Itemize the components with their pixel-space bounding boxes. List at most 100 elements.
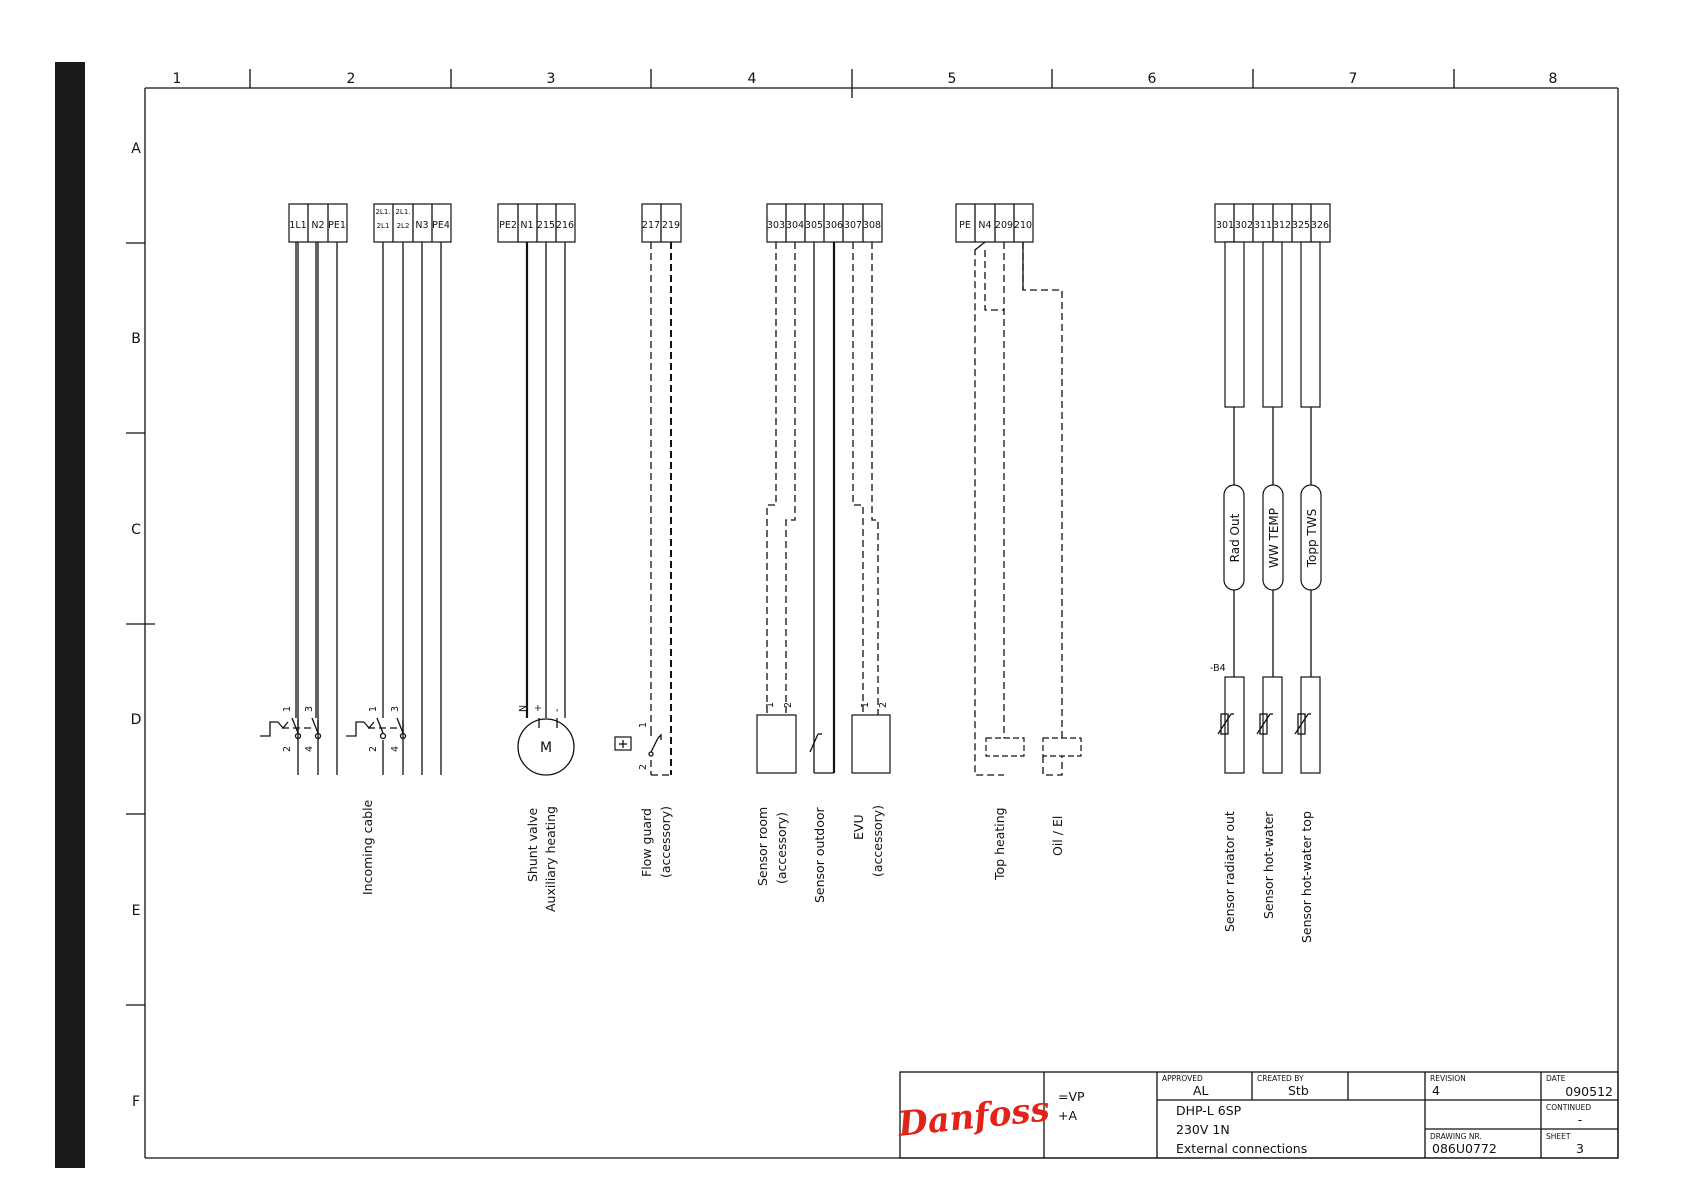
terminal-label: 311 xyxy=(1254,220,1272,231)
contact-number: 1 xyxy=(765,702,776,708)
column-label: 1 xyxy=(173,71,182,87)
date-header: DATE xyxy=(1546,1074,1566,1083)
label-evu: EVU xyxy=(851,814,866,840)
row-label: E xyxy=(132,903,141,919)
label-sensor-outdoor: Sensor outdoor xyxy=(812,806,827,903)
contact-number: 3 xyxy=(304,706,315,712)
revision-value: 4 xyxy=(1432,1083,1440,1098)
product-name: DHP-L 6SP xyxy=(1176,1103,1242,1118)
label-shunt-valve: Shunt valve xyxy=(525,807,540,882)
label-incoming-cable: Incoming cable xyxy=(360,799,375,895)
terminal-label: PE1 xyxy=(328,220,346,231)
oil-el-relay xyxy=(1042,737,1082,757)
drawing-number-header: DRAWING NR. xyxy=(1430,1132,1482,1141)
top-heating-wiring xyxy=(974,241,1082,776)
column-label: 2 xyxy=(347,71,356,87)
contact-number: 4 xyxy=(390,746,401,752)
motor-pin: + xyxy=(533,704,544,712)
label-accessory: (accessory) xyxy=(870,805,885,877)
contact-number: 2 xyxy=(282,746,293,752)
label-oil-el: Oil / El xyxy=(1050,816,1065,856)
terminal-label: PE2 xyxy=(499,220,517,231)
terminal-label: 305 xyxy=(805,220,823,231)
label-accessory: (accessory) xyxy=(658,806,673,878)
terminal-label: 307 xyxy=(844,220,862,231)
contact-number: 1 xyxy=(368,706,379,712)
column-labels: 1 2 3 4 5 6 7 8 xyxy=(173,71,1558,87)
created-by-value: Stb xyxy=(1288,1083,1309,1098)
terminal-label: 209 xyxy=(995,220,1013,231)
thermistor-hot-water xyxy=(1262,676,1283,774)
motor-label: M xyxy=(540,740,552,756)
thermistor-hot-water-top xyxy=(1300,676,1321,774)
terminal-label: 304 xyxy=(786,220,804,231)
contact-number: 1 xyxy=(860,702,871,708)
sheet-header: SHEET xyxy=(1546,1132,1571,1141)
sensor-tag-text: Topp TWS xyxy=(1305,509,1319,569)
terminal-label: PE4 xyxy=(432,220,450,231)
sensor-room-symbol xyxy=(756,714,797,774)
top-heating-relay xyxy=(985,737,1025,757)
terminal-label: 308 xyxy=(863,220,881,231)
terminal-label: 2L2 xyxy=(397,222,410,230)
sheet-value: 3 xyxy=(1576,1141,1584,1156)
approved-header: APPROVED xyxy=(1162,1074,1203,1083)
column-label: 8 xyxy=(1549,71,1558,87)
label-top-heating: Top heating xyxy=(992,807,1007,881)
terminal-label: 325 xyxy=(1292,220,1310,231)
label-sensor-room: Sensor room xyxy=(755,807,770,886)
contact-number: 2 xyxy=(368,746,379,752)
supply-voltage: 230V 1N xyxy=(1176,1122,1230,1137)
sensor-designation: -B4 xyxy=(1210,663,1226,674)
created-by-header: CREATED BY xyxy=(1257,1074,1304,1083)
terminal-block-top: PE N4 209 210 xyxy=(955,203,1034,243)
label-sensor-hot-water-top: Sensor hot-water top xyxy=(1299,811,1314,943)
contact-number: 2 xyxy=(878,702,889,708)
terminal-block-flow: 217 219 xyxy=(641,203,682,243)
approved-value: AL xyxy=(1193,1083,1209,1098)
contact-number: 2 xyxy=(783,702,794,708)
drawing-number-value: 086U0772 xyxy=(1432,1141,1497,1156)
column-label: 5 xyxy=(948,71,957,87)
terminal-block-sensors: 303 304 305 306 307 308 xyxy=(766,203,883,243)
flow-guard-wiring: 1 2 xyxy=(614,242,672,776)
terminal-label: 210 xyxy=(1014,220,1032,231)
continued-header: CONTINUED xyxy=(1546,1103,1591,1112)
column-label: 7 xyxy=(1349,71,1358,87)
terminal-block-temp: 301 302 311 312 325 326 xyxy=(1214,203,1331,243)
label-accessory: (accessory) xyxy=(774,812,789,884)
contact-number: 1 xyxy=(282,706,293,712)
motor-pin: N xyxy=(518,705,529,712)
row-label: A xyxy=(131,141,141,157)
terminal-label: 326 xyxy=(1311,220,1329,231)
drawing-title: External connections xyxy=(1176,1141,1307,1156)
terminal-label: PE xyxy=(959,220,971,231)
terminal-label: 217 xyxy=(642,220,660,231)
label-auxiliary-heating: Auxiliary heating xyxy=(543,806,558,912)
evu-wiring: 1 2 xyxy=(851,242,891,774)
continued-value: - xyxy=(1578,1112,1583,1127)
title-block: Danfoss =VP +A APPROVED AL CREATED BY St… xyxy=(895,1071,1619,1159)
terminal-label: 306 xyxy=(825,220,843,231)
row-label: B xyxy=(131,331,141,347)
danfoss-logo: Danfoss xyxy=(895,1089,1051,1145)
terminal-label: 303 xyxy=(767,220,785,231)
contact-number: 1 xyxy=(638,722,649,728)
contact-number: 4 xyxy=(304,746,315,752)
incoming-cable-2-wiring: 1 3 2 4 xyxy=(346,242,442,775)
sheet-frame xyxy=(126,69,1619,1159)
terminal-label: 301 xyxy=(1216,220,1234,231)
terminal-label: N1 xyxy=(520,220,533,231)
terminal-label: 216 xyxy=(556,220,574,231)
terminal-label: 312 xyxy=(1273,220,1291,231)
terminal-block-shunt: PE2 N1 215 216 xyxy=(497,203,576,243)
label-flow-guard: Flow guard xyxy=(639,808,654,877)
binding-strip xyxy=(55,62,85,1168)
thermistor-radiator-out xyxy=(1224,676,1245,774)
incoming-cable-wiring: 1 3 2 4 xyxy=(260,242,338,775)
terminal-label: N4 xyxy=(978,220,991,231)
terminal-label: 2L1. xyxy=(375,208,390,216)
terminal-label: 302 xyxy=(1235,220,1253,231)
revision-header: REVISION xyxy=(1430,1074,1466,1083)
